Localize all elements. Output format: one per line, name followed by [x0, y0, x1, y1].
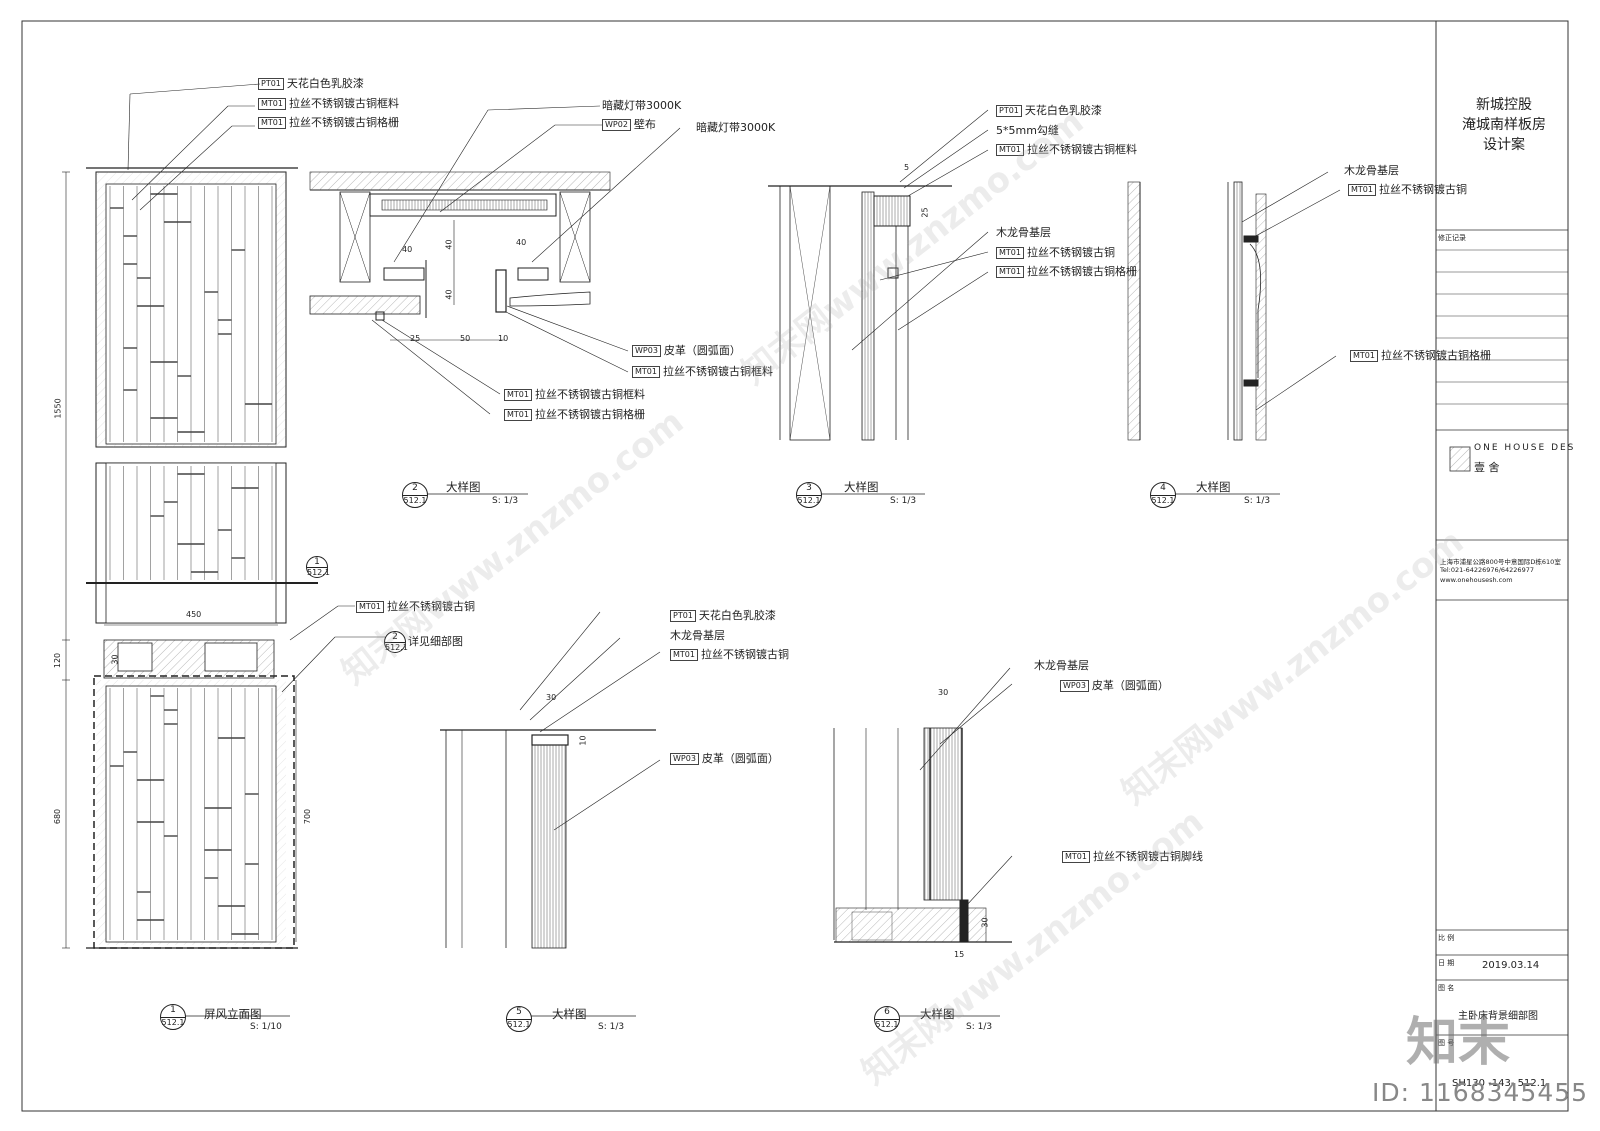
title-4-name: 大样图	[1196, 480, 1231, 494]
client-line-1: 新城控股	[1476, 97, 1532, 113]
label-d4-wood: 木龙骨基层	[1344, 164, 1399, 177]
title-6-scale: S: 1/3	[966, 1022, 993, 1032]
dim-d5-30: 30	[546, 693, 557, 702]
dim-d6-30b: 30	[980, 917, 990, 928]
dim-d6-30a: 30	[938, 688, 949, 697]
title-block-lines	[1436, 229, 1568, 1036]
company-web: www.onehousesh.com	[1440, 576, 1513, 584]
client-line-2: 淹城南样板房	[1462, 117, 1546, 133]
client-line-3: 设计案	[1483, 137, 1525, 153]
dim-30-d1: 30	[110, 654, 120, 665]
title-1-name: 屏风立面图	[204, 1007, 262, 1021]
title-4-scale: S: 1/3	[1244, 496, 1271, 506]
sheet-border	[21, 20, 1569, 1112]
dim-d2-40c: 40	[444, 289, 454, 300]
dim-d2-40b: 40	[444, 239, 454, 250]
title-2-name: 大样图	[446, 480, 481, 494]
dim-d2-25: 25	[410, 334, 421, 343]
dim-450: 450	[186, 610, 202, 619]
label-d1-detail-ref: 详见细部图	[408, 635, 463, 648]
brand-watermark: 知末	[1406, 1013, 1511, 1073]
dim-d2-40a: 40	[402, 245, 413, 254]
revision-label: 修正记录	[1438, 234, 1466, 242]
dim-d2-50: 50	[460, 334, 471, 343]
label-d5-wood: 木龙骨基层	[670, 629, 725, 642]
company-tel: Tel:021-64226976/64226977	[1440, 566, 1534, 574]
title-6-name: 大样图	[920, 1007, 955, 1021]
drawing-number: SH130 -143- 512.1	[1452, 1078, 1547, 1089]
drawing-name: 主卧床背景细部图	[1458, 1011, 1538, 1022]
detail-4	[1127, 171, 1341, 441]
dim-d3-5: 5	[904, 163, 910, 172]
scale-label: 比 例	[1438, 934, 1455, 942]
dim-700: 700	[303, 808, 313, 825]
label-d2-light2: 暗藏灯带3000K	[696, 121, 776, 134]
title-3-name: 大样图	[844, 480, 879, 494]
id-watermark: ID: 1168345455	[1372, 1078, 1589, 1107]
dim-1550: 1550	[53, 398, 63, 419]
name-label: 图 名	[1438, 984, 1455, 992]
date-value: 2019.03.14	[1482, 960, 1540, 971]
dim-d6-15: 15	[954, 950, 965, 959]
label-d2-light1: 暗藏灯带3000K	[602, 99, 682, 112]
dim-d3-25: 25	[920, 207, 930, 218]
title-3-scale: S: 1/3	[890, 496, 917, 506]
company-logo-en: ONE HOUSE DES	[1474, 443, 1576, 453]
dim-d2-40d: 40	[516, 238, 527, 247]
title-1-scale: S: 1/10	[250, 1022, 282, 1032]
date-label: 日 期	[1438, 959, 1455, 967]
dim-120: 120	[53, 652, 63, 669]
company-address: 上海市浦星公路800号中意国际D栋610室	[1440, 558, 1561, 566]
no-label: 图 号	[1438, 1039, 1455, 1047]
title-5-scale: S: 1/3	[598, 1022, 625, 1032]
detail-3	[768, 109, 989, 441]
label-d3-wood: 木龙骨基层	[996, 226, 1051, 239]
detail-2	[309, 105, 681, 415]
dim-680: 680	[53, 808, 63, 825]
detail-6	[833, 667, 1013, 943]
label-d3-gap: 5*5mm勾缝	[996, 124, 1059, 137]
label-d6-wood: 木龙骨基层	[1034, 659, 1089, 672]
detail-5	[440, 611, 661, 949]
dim-d5-10: 10	[578, 735, 588, 746]
title-5-name: 大样图	[552, 1007, 587, 1021]
title-2-scale: S: 1/3	[492, 496, 519, 506]
company-logo-cn: 壹 舍	[1474, 461, 1500, 474]
dim-d2-10: 10	[498, 334, 509, 343]
screen-elevation	[62, 83, 385, 949]
